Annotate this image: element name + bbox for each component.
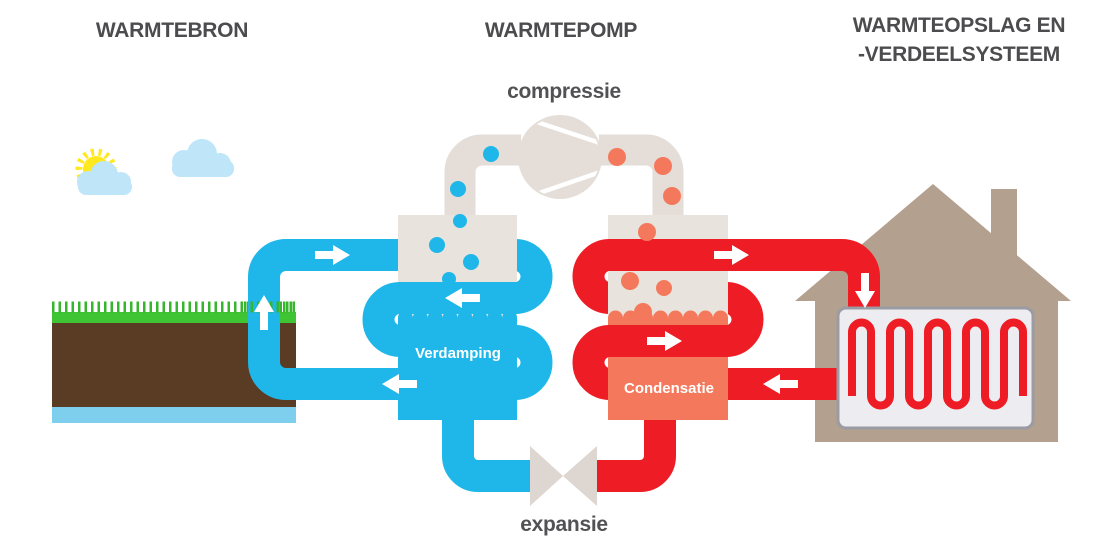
liquid-line-cold (442, 418, 533, 492)
heating-loop-front-pass (608, 239, 728, 271)
evaporator-liquid (398, 310, 518, 420)
section-title-storage-line2: -VERDEELSYSTEEM (858, 43, 1060, 66)
condensation-label: Condensatie (624, 380, 714, 397)
expansion-label: expansie (520, 513, 608, 536)
grass-strip (52, 312, 296, 323)
radiator-panel (836, 306, 1035, 430)
refrigerant-bubbles-hot (608, 148, 681, 321)
compressor-icon (518, 115, 602, 199)
radiator-coil-icon (848, 318, 1027, 410)
refrigerant-bubbles-cold (429, 146, 499, 286)
compression-label: compressie (507, 80, 621, 103)
evaporation-label: Verdamping (415, 345, 501, 362)
section-title-storage-line1: WARMTEOPSLAG EN (853, 14, 1066, 37)
cloud-icon (172, 139, 234, 177)
expansion-valve-icon (530, 446, 597, 506)
section-title-heat-source: WARMTEBRON (96, 19, 248, 42)
ground-loop-front-pass (398, 368, 517, 400)
liquid-line-hot (594, 418, 676, 492)
groundwater-layer (52, 407, 296, 423)
cloud-icon (77, 161, 132, 195)
suction-pipe-cold-vapour (444, 134, 521, 216)
section-title-heat-pump: WARMTEPOMP (485, 19, 637, 42)
